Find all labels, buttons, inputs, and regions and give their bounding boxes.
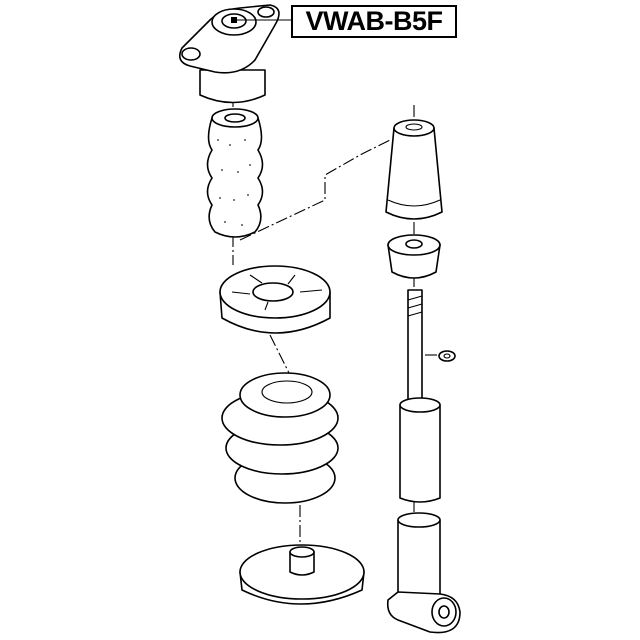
strut-bushing — [387, 234, 441, 279]
lower-spring-seat — [239, 544, 365, 605]
part-number-label: VWAB-B5F — [291, 5, 457, 38]
strut-top-mount — [179, 4, 291, 104]
shock-absorber-body — [386, 397, 461, 634]
bump-stop — [206, 108, 264, 238]
coil-spring — [221, 372, 339, 504]
shock-rod — [407, 289, 423, 401]
washer — [438, 350, 456, 362]
dust-boot — [385, 119, 443, 220]
upper-spring-seat — [219, 265, 331, 334]
